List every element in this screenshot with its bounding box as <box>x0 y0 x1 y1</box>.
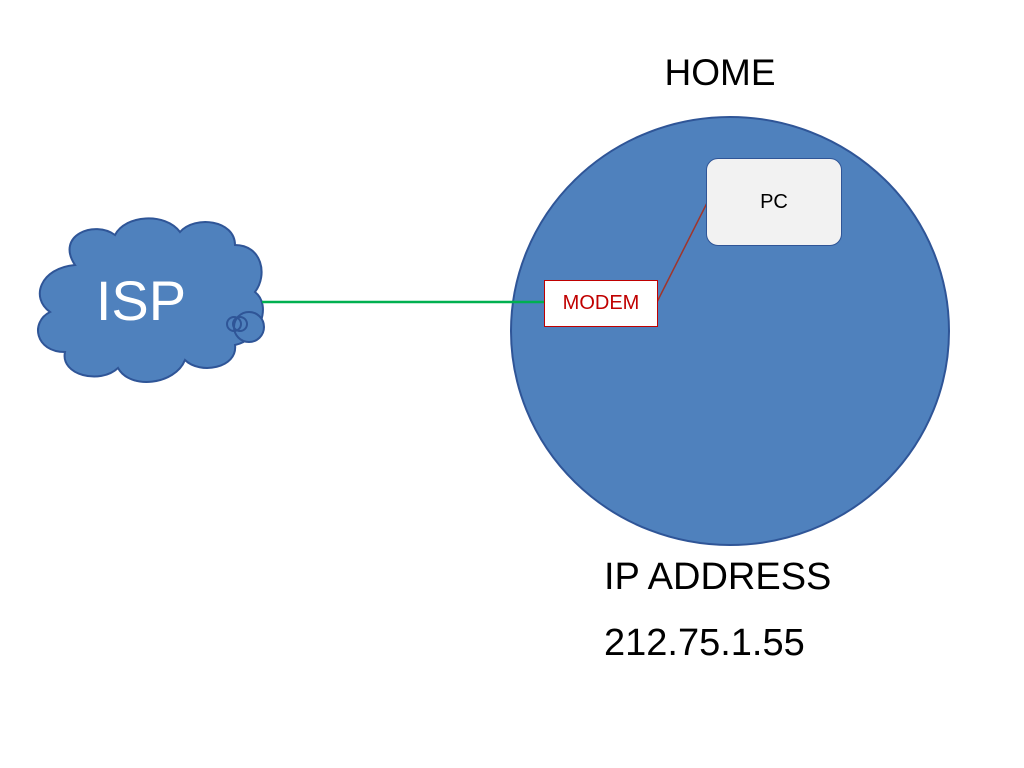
isp-label: ISP <box>95 269 187 332</box>
modem-pc-link <box>656 202 708 303</box>
pc-node: PC <box>706 158 842 246</box>
ip-address-value: 212.75.1.55 <box>604 622 805 664</box>
modem-label: MODEM <box>562 292 640 314</box>
cloud-icon <box>37 217 265 383</box>
ip-address-label: IP ADDRESS <box>604 556 832 598</box>
home-title: HOME <box>664 52 776 93</box>
modem-node: MODEM <box>544 280 658 327</box>
pc-label: PC <box>760 190 788 213</box>
